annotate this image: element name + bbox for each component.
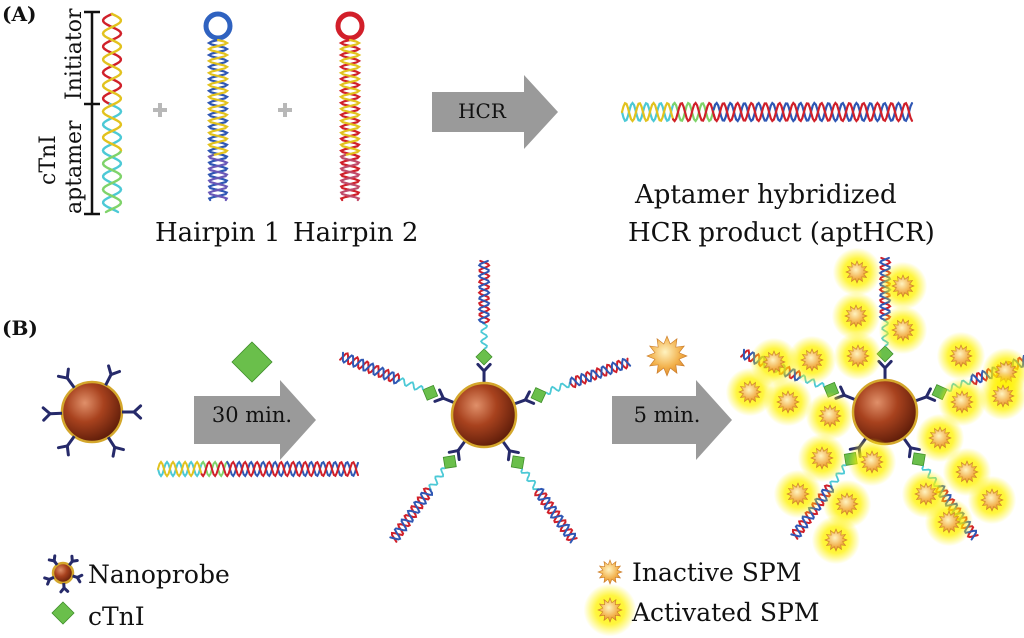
initiator-aptamer-bracket: [84, 10, 100, 216]
activated-spm-icon: [805, 391, 855, 441]
product-label-line2: HCR product (aptHCR): [628, 218, 935, 248]
product-label-line1: Aptamer hybridized: [635, 180, 897, 210]
antibody-icon: [501, 440, 520, 462]
activated-spm-icon: [937, 377, 987, 427]
hcr-duplex-arm: [389, 487, 433, 543]
legend-ctni-label: cTnI: [88, 602, 145, 631]
legend-inactive-spm-label: Inactive SPM: [632, 558, 802, 587]
activated-spm-icon: [847, 437, 897, 487]
hcr-duplex-arm: [569, 357, 632, 389]
apthcr-small: [157, 460, 359, 478]
bound-ctni-icon: [510, 455, 525, 470]
antibody-icon: [41, 406, 63, 422]
nanoprobe-complex-bound: [339, 259, 632, 544]
nanoprobe-bead: [60, 380, 124, 444]
activated-spm-icon: [878, 261, 928, 311]
antibody-icon: [476, 362, 492, 384]
apthcr-product: [620, 101, 914, 123]
activated-spm-icon: [833, 331, 883, 381]
ctni-diamond-icon: [231, 341, 273, 383]
antibody-icon: [433, 388, 455, 405]
hcr-duplex-arm: [477, 259, 491, 324]
step1-time-label: 30 min.: [212, 403, 292, 427]
panel-label-a: (A): [2, 2, 37, 26]
hairpin1-loop: [203, 11, 233, 41]
activated-spm-icon: [811, 515, 861, 565]
plus-sign-1: [153, 103, 167, 117]
antibody-icon: [56, 367, 76, 389]
activated-spm-icon: [831, 291, 881, 341]
bound-ctni-icon: [422, 384, 439, 401]
activated-spm-icon: [924, 497, 974, 547]
activated-spm-icon: [832, 247, 882, 297]
aptamer-linker: [479, 322, 489, 350]
antibody-icon: [513, 390, 536, 406]
hairpin1-label: Hairpin 1: [155, 218, 281, 248]
antibody-icon: [56, 435, 76, 457]
aptamer-label: aptamer: [62, 120, 87, 214]
hcr-arrow-label: HCR: [458, 99, 507, 123]
activated-spm-icon: [797, 433, 847, 483]
aptamer-linker: [397, 377, 424, 391]
antibody-icon: [104, 364, 122, 386]
antibody-icon: [914, 387, 937, 403]
legend-ctni-icon: [51, 601, 75, 625]
activated-spm-icon: [763, 377, 813, 427]
antibody-icon: [106, 436, 125, 458]
hairpin2-label: Hairpin 2: [293, 218, 419, 248]
activated-spm-icon: [773, 469, 823, 519]
activated-spm-icon: [878, 305, 928, 355]
ctni-strand-label: cTnI: [36, 135, 61, 185]
activated-spm-icon: [967, 475, 1017, 525]
legend-nanoprobe-icon: [43, 554, 84, 594]
hcr-duplex-arm: [339, 351, 400, 385]
aptamer-linker: [545, 381, 571, 396]
legend-nanoprobe-label: Nanoprobe: [88, 560, 230, 589]
legend-inactive-spm-icon: [597, 559, 623, 585]
hcr-arrow-icon: [432, 75, 558, 149]
step1-arrow-icon: [194, 380, 316, 460]
bound-ctni-icon: [442, 455, 457, 469]
bound-ctni-icon: [911, 452, 926, 467]
bound-ctni-icon: [475, 348, 493, 366]
activated-spm-icon: [915, 413, 965, 463]
plus-sign-2: [278, 103, 292, 117]
antibody-icon: [47, 554, 59, 566]
antibody-icon: [447, 439, 467, 462]
aptamer-linker: [428, 467, 446, 491]
hairpin2-stem: [338, 38, 362, 202]
antibody-icon: [122, 404, 143, 420]
legend-activated-spm-label: Activated SPM: [632, 598, 820, 627]
initiator-aptamer-strand: [101, 12, 123, 214]
antibody-icon: [68, 554, 79, 567]
activated-spm-icon: [787, 335, 837, 385]
nanoprobe-bead: [450, 381, 518, 449]
legend-activated-spm-icon: [583, 583, 637, 637]
initiator-label: Initiator: [62, 8, 87, 101]
bound-ctni-icon: [530, 387, 547, 404]
step2-time-label: 5 min.: [634, 403, 701, 427]
activated-spm-icon: [978, 371, 1024, 421]
hairpin2-loop: [335, 11, 365, 41]
nanoprobe-initial: [41, 364, 143, 458]
inactive-spm-icon: [646, 335, 688, 377]
activated-spm-icon: [725, 367, 775, 417]
aptamer-linker: [520, 468, 540, 491]
antibody-icon: [902, 437, 921, 459]
nanoprobe-bead: [51, 561, 75, 585]
antibody-icon: [59, 582, 70, 594]
panel-label-b: (B): [2, 316, 38, 340]
hairpin1-stem: [206, 38, 230, 202]
step2-arrow-icon: [612, 380, 732, 460]
nanoprobe-bead: [851, 378, 919, 446]
antibody-icon: [72, 573, 84, 584]
antibody-icon: [43, 575, 55, 586]
hcr-duplex-arm: [534, 487, 578, 544]
activated-spm-icon: [936, 331, 986, 381]
